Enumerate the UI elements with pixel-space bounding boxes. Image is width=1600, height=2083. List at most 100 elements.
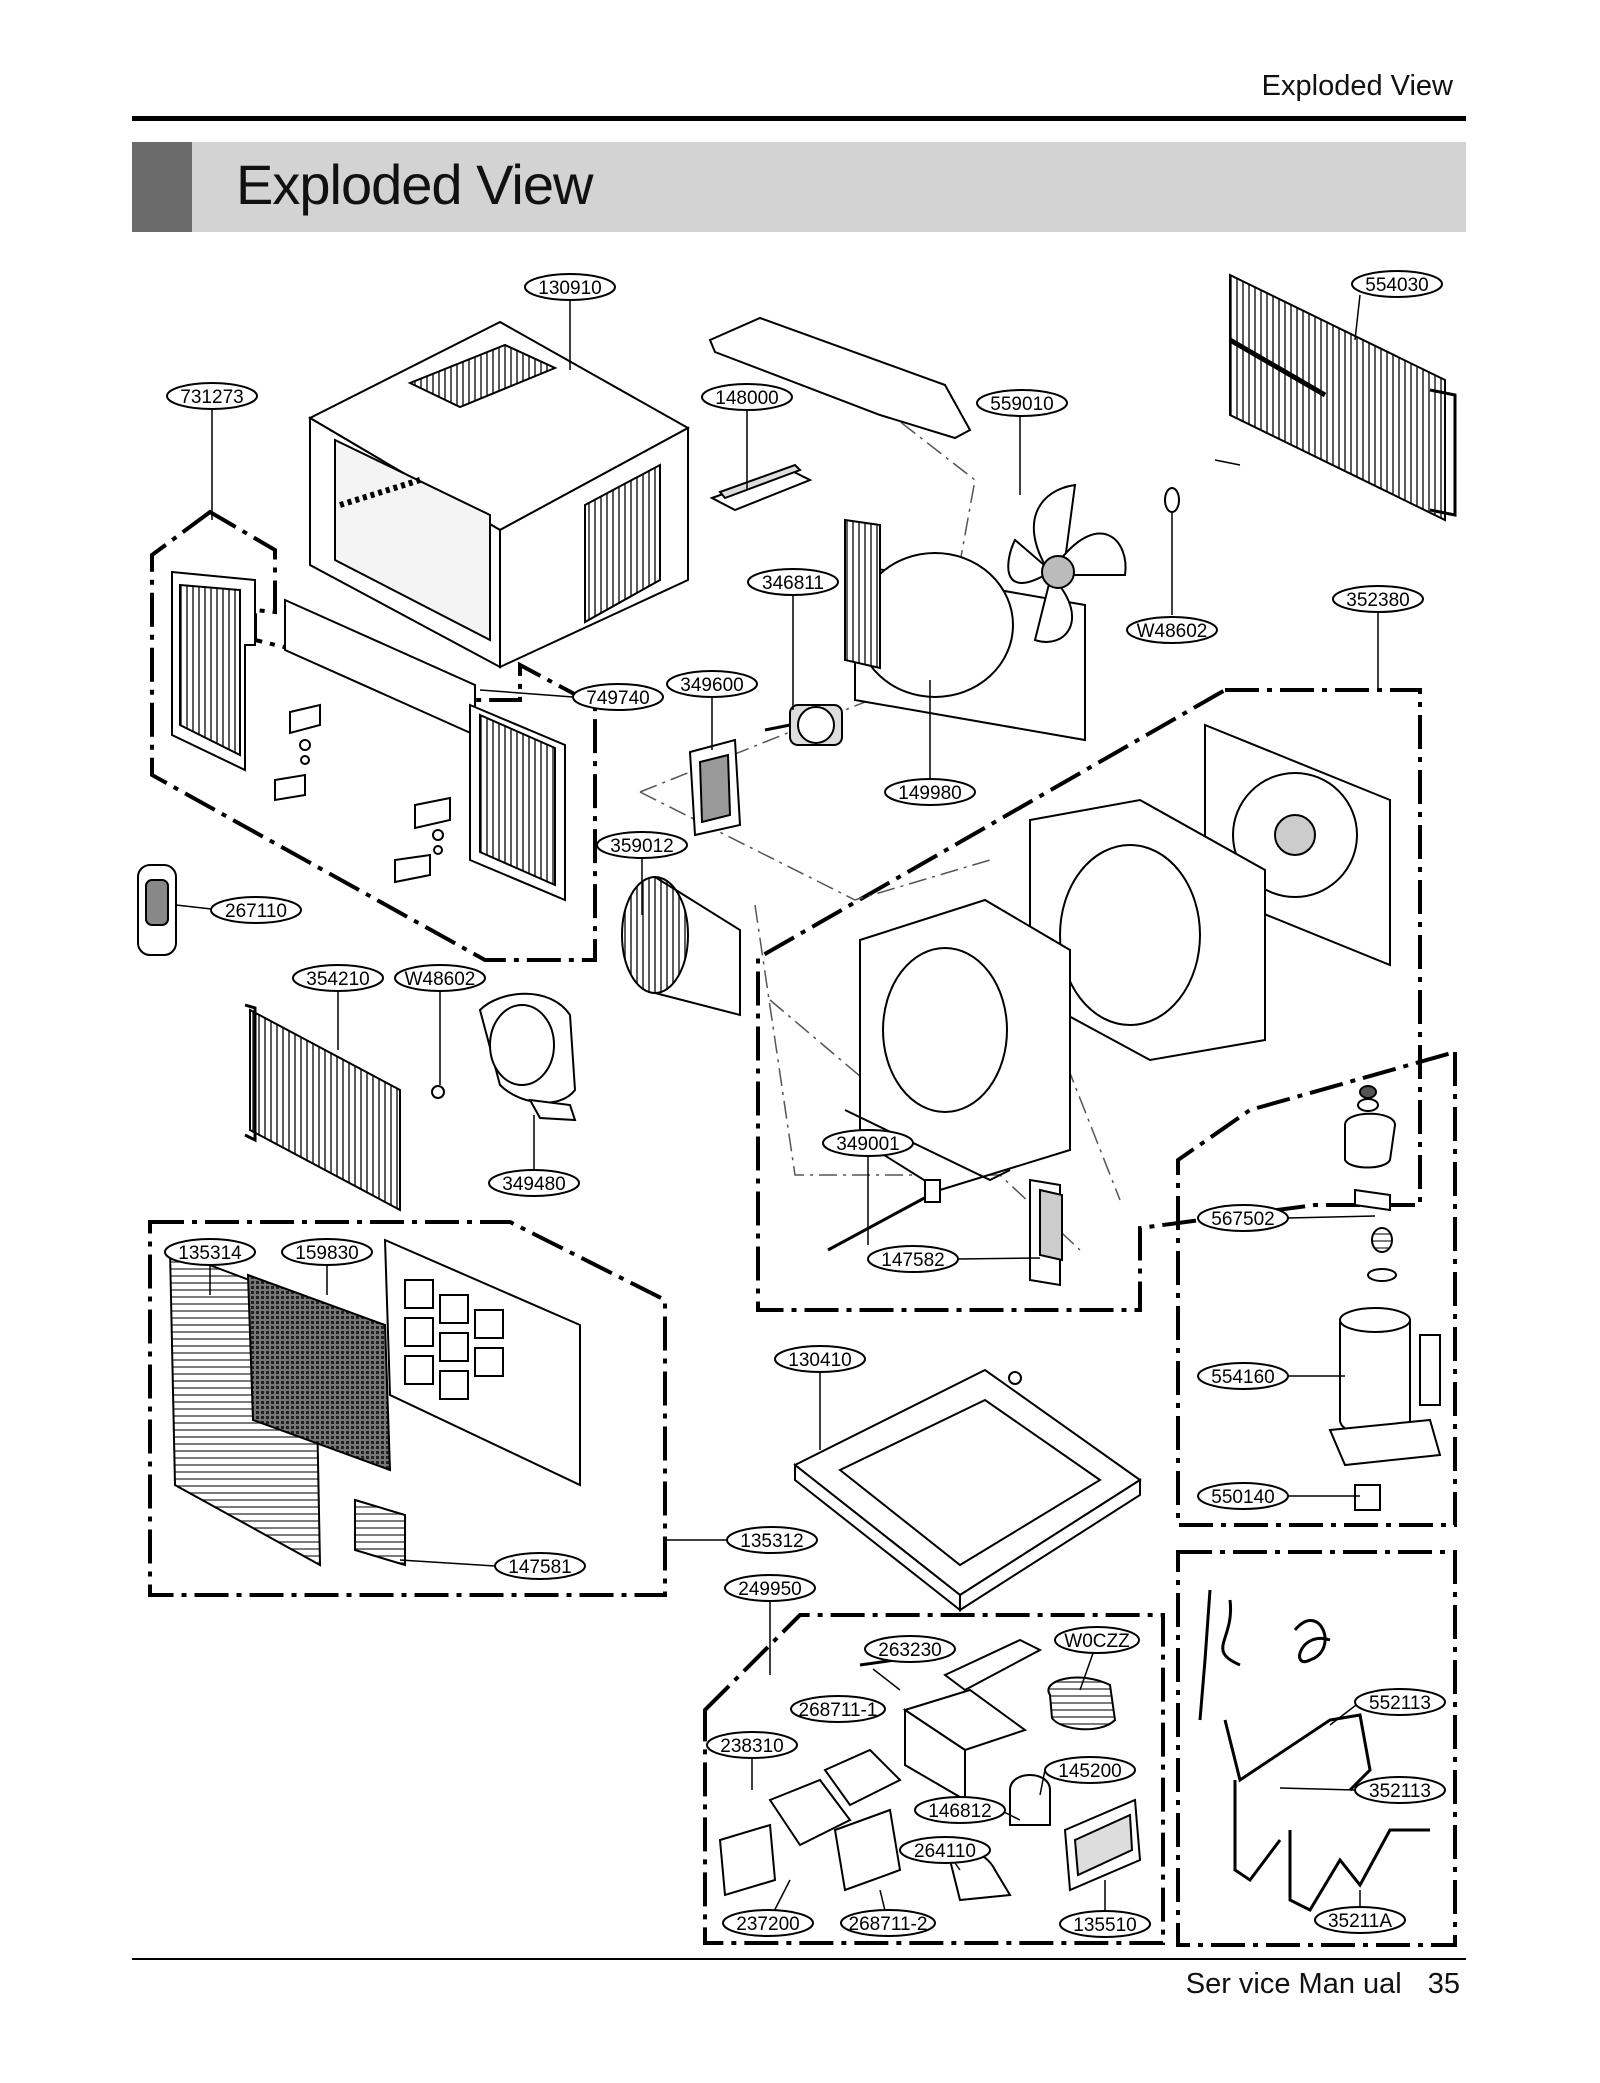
page-number: 35 (1427, 1968, 1460, 2000)
callout-label: 359012 (610, 836, 673, 857)
section-banner: Exploded View (132, 142, 1466, 232)
callout: 559010 (976, 389, 1068, 417)
front-grille-parts (168, 1238, 581, 1567)
callout-label: 346811 (762, 573, 824, 594)
callout-label: 249950 (738, 1579, 801, 1600)
callout-label: 135312 (740, 1531, 803, 1552)
remote-control-part (137, 864, 177, 956)
callout-label: 352113 (1369, 1781, 1431, 1802)
callout: 349001 (822, 1129, 914, 1157)
callout-label: W0CZZ (1064, 1631, 1130, 1652)
propeller-fan-part (1007, 483, 1180, 643)
callout-label: 352380 (1346, 590, 1409, 611)
callout: 35211A (1314, 1906, 1406, 1934)
callout: 149980 (884, 778, 976, 806)
air-guide-group-border (756, 688, 1422, 1312)
callout-label: 550140 (1211, 1487, 1274, 1508)
callout: 346811 (747, 568, 839, 596)
callout: 238310 (706, 1731, 798, 1759)
callout-label: 238310 (720, 1736, 783, 1757)
callout: 159830 (281, 1238, 373, 1266)
callout-label: W48602 (405, 969, 476, 990)
callout-label: 159830 (295, 1243, 358, 1264)
callout: 264110 (899, 1836, 991, 1864)
callout-label: 354210 (306, 969, 369, 990)
callout: 148000 (701, 383, 793, 411)
callout: 550140 (1197, 1482, 1289, 1510)
tubing-group-border (1176, 1550, 1457, 1947)
callout-label: 135510 (1073, 1915, 1136, 1936)
page-footer: Ser vice Man ual 35 (1186, 1968, 1460, 2001)
group-borders (148, 509, 1457, 1947)
callout-label: 267110 (225, 901, 287, 922)
callout: 352113 (1354, 1776, 1446, 1804)
callout: 749740 (572, 683, 664, 711)
header-rule (132, 116, 1466, 121)
callout-label: 554160 (1211, 1367, 1274, 1388)
callout: W48602 (394, 964, 486, 992)
side-panel-group-border (150, 509, 597, 962)
control-box-group-border (703, 1613, 1165, 1945)
callout-label: 145200 (1058, 1761, 1121, 1782)
callout: 267110 (210, 896, 302, 924)
footer-rule (132, 1958, 1466, 1960)
callout-label: 147582 (881, 1250, 944, 1271)
manual-label: Ser vice Man ual (1185, 1968, 1402, 2000)
callout-label: 268711-2 (849, 1914, 928, 1935)
callout-label: 749740 (586, 688, 649, 709)
callout: 130910 (524, 273, 616, 301)
callout-label: 349480 (502, 1174, 565, 1195)
cabinet-part (307, 320, 691, 669)
callout: 263230 (864, 1635, 956, 1663)
callout-labels: 130910 554030 731273 148000 559010 34681… (164, 270, 1446, 1938)
callout-label: 552113 (1369, 1693, 1431, 1714)
control-box-parts (718, 1638, 1142, 1902)
callout: 359012 (596, 831, 688, 859)
sensor-parts (827, 1178, 1063, 1287)
tubing-parts (1198, 1589, 1430, 1912)
callout-label: 130410 (788, 1350, 851, 1371)
callout: 554160 (1197, 1362, 1289, 1390)
callout-label: 567502 (1211, 1209, 1274, 1230)
blower-parts (244, 876, 741, 1212)
callout-label: 147581 (508, 1557, 571, 1578)
callout-label: 349600 (680, 675, 743, 696)
motor-parts (688, 316, 1086, 837)
callout: 249950 (724, 1574, 816, 1602)
callout-label: 146812 (928, 1801, 991, 1822)
banner-tab (132, 142, 192, 232)
callout-label: 264110 (914, 1841, 976, 1862)
callout: 145200 (1044, 1756, 1136, 1784)
callout: 554030 (1351, 270, 1443, 298)
callout-label: 149980 (898, 783, 961, 804)
callout: 268711-1 (790, 1695, 886, 1723)
callout: 135312 (726, 1526, 818, 1554)
callout: 146812 (914, 1796, 1006, 1824)
callout: 354210 (292, 964, 384, 992)
callout-label: 148000 (715, 388, 778, 409)
callout-label: 731273 (180, 387, 243, 408)
section-title: Exploded View (236, 153, 593, 216)
callout: W48602 (1126, 616, 1218, 644)
callout: 135510 (1059, 1910, 1151, 1938)
callout: 237200 (722, 1909, 814, 1937)
callout: 552113 (1354, 1688, 1446, 1716)
callout-label: 554030 (1365, 275, 1428, 296)
callout-label: 349001 (836, 1134, 899, 1155)
running-header: Exploded View (1261, 70, 1453, 102)
callout: W0CZZ (1054, 1626, 1140, 1654)
callout: 567502 (1197, 1204, 1289, 1232)
callout-label: 35211A (1328, 1911, 1392, 1932)
callout: 268711-2 (840, 1909, 936, 1937)
callout: 135314 (164, 1238, 256, 1266)
callout: 349480 (488, 1169, 580, 1197)
callout: 349600 (666, 670, 758, 698)
callout-label: 237200 (736, 1914, 799, 1935)
callout-label: 559010 (990, 394, 1053, 415)
air-guide-parts (844, 723, 1391, 1192)
callout: 130410 (774, 1345, 866, 1373)
callout-label: 130910 (538, 278, 601, 299)
condenser-coil-part (1228, 273, 1457, 522)
